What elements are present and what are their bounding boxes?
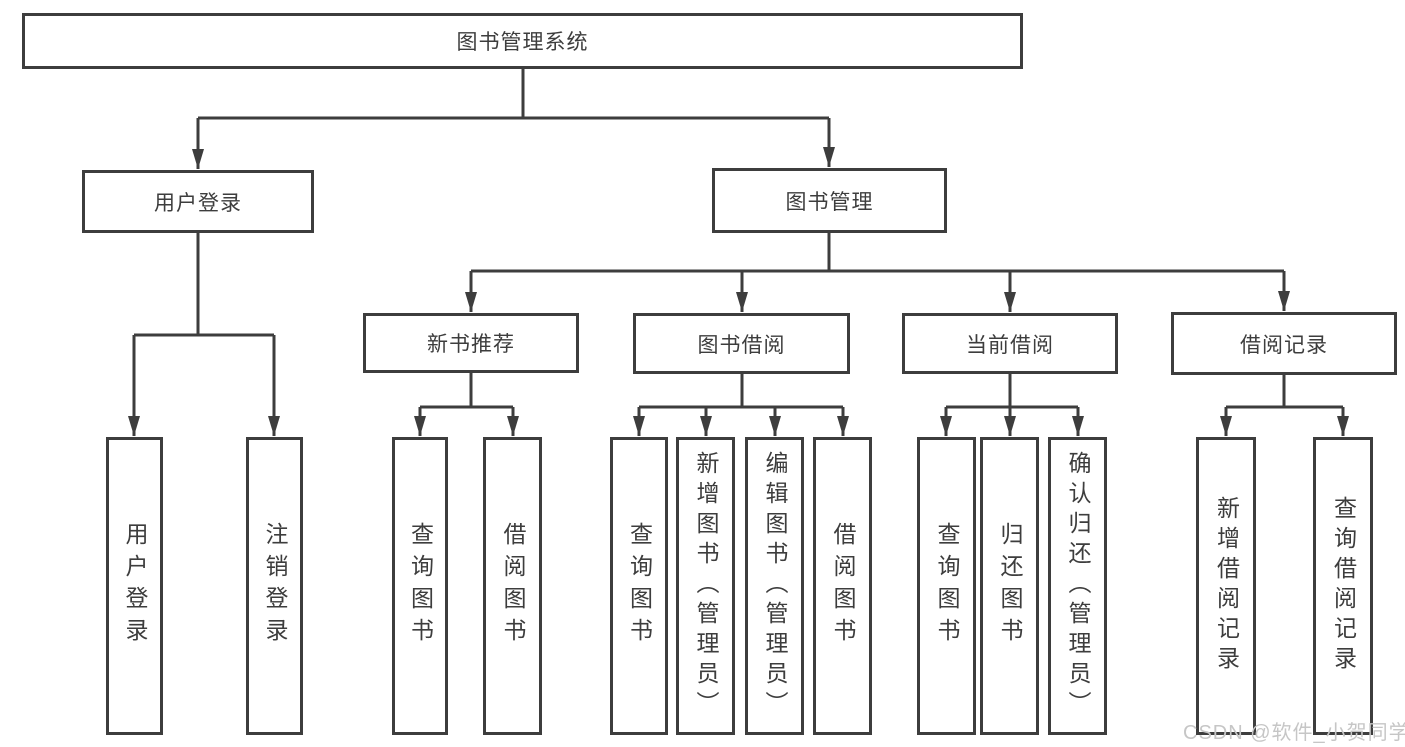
leaf-borrowing-add-books-admin: 新增图书（管理员） (676, 437, 735, 735)
branch-root (192, 69, 835, 169)
leaf-label: 编辑图书（管理员） (762, 451, 788, 721)
leaf-label: 归还图书 (997, 522, 1023, 650)
branch-borrowing-records (1220, 375, 1349, 436)
leaf-borrowing-query-books: 查询图书 (610, 437, 668, 735)
leaf-label: 查询图书 (626, 522, 653, 650)
leaf-records-query-record: 查询借阅记录 (1313, 437, 1373, 735)
leaf-label: 确认归还（管理员） (1065, 451, 1091, 721)
node-borrowing-records: 借阅记录 (1171, 312, 1397, 375)
node-user-login: 用户登录 (82, 170, 314, 233)
node-book-borrowing: 图书借阅 (633, 313, 850, 374)
leaf-newrec-query-books: 查询图书 (392, 437, 448, 735)
leaf-label: 查询借阅记录 (1330, 496, 1357, 676)
node-new-book-recommend: 新书推荐 (363, 313, 579, 373)
leaf-borrowing-borrow-books: 借阅图书 (813, 437, 872, 735)
leaf-records-add-record: 新增借阅记录 (1196, 437, 1256, 735)
leaf-logout: 注销登录 (246, 437, 303, 735)
leaf-current-query-books: 查询图书 (917, 437, 976, 735)
leaf-newrec-borrow-books: 借阅图书 (483, 437, 542, 735)
leaf-current-return-books: 归还图书 (980, 437, 1039, 735)
leaf-label: 查询图书 (407, 522, 434, 650)
node-current-borrowing: 当前借阅 (902, 313, 1118, 374)
leaf-borrowing-edit-books-admin: 编辑图书（管理员） (745, 437, 804, 735)
leaf-label: 借阅图书 (500, 522, 526, 650)
branch-book-management (465, 233, 1290, 312)
leaf-label: 查询图书 (934, 522, 960, 650)
node-book-management: 图书管理 (712, 168, 947, 233)
leaf-label: 借阅图书 (830, 522, 856, 650)
leaf-user-login: 用户登录 (106, 437, 163, 735)
leaf-current-confirm-return-admin: 确认归还（管理员） (1048, 437, 1107, 735)
node-system-root: 图书管理系统 (22, 13, 1023, 69)
leaf-label: 注销登录 (262, 522, 288, 650)
leaf-label: 用户登录 (122, 522, 148, 650)
leaf-label: 新增图书（管理员） (693, 451, 719, 721)
csdn-watermark: CSDN @软件_小贺同学 (1183, 722, 1405, 744)
branch-current-borrowing (940, 374, 1084, 436)
branch-user-login (128, 233, 280, 436)
leaf-label: 新增借阅记录 (1213, 496, 1240, 676)
branch-new-book-recommend (414, 373, 519, 436)
branch-book-borrowing (633, 374, 849, 436)
